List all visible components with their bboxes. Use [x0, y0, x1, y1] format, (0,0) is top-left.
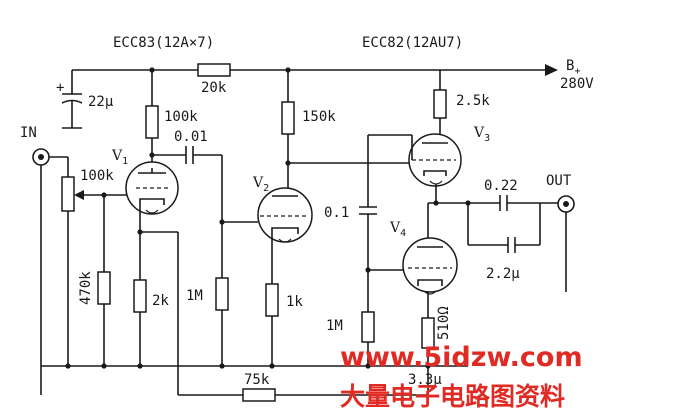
- capacitor-0-01-label: 0.01: [174, 129, 208, 145]
- output-jack: [557, 195, 575, 292]
- ecc82-label: ECC82(12AU7): [362, 35, 463, 51]
- b-plus-rail: [72, 64, 558, 76]
- resistor-470k-label: 470k: [78, 271, 94, 305]
- capacitor-0-22-label: 0.22: [484, 178, 518, 194]
- output-label: OUT: [546, 173, 572, 189]
- resistor-20k: [197, 63, 231, 77]
- junction-dot: [137, 363, 143, 369]
- capacitor-0-22: [499, 195, 558, 211]
- capacitor-0-01: [152, 146, 223, 222]
- resistor-1m-v4-grid: [361, 311, 375, 343]
- resistor-1m-v2-grid: [215, 277, 229, 311]
- resistor-75k: [242, 388, 276, 402]
- resistor-75k-label: 75k: [244, 372, 270, 388]
- resistor-470k: [97, 271, 111, 305]
- resistor-20k-label: 20k: [201, 80, 227, 96]
- resistor-2k-label: 2k: [152, 293, 169, 309]
- junction-dot: [65, 363, 71, 369]
- junction-dot: [365, 363, 371, 369]
- capacitor-22u-label: 22μ: [88, 94, 114, 110]
- resistor-150k: [281, 101, 295, 135]
- potentiometer-100k-label: 100k: [80, 168, 114, 184]
- capacitor-0-1: [359, 135, 377, 312]
- junction-dot: [101, 363, 107, 369]
- tube-v2: [257, 187, 313, 284]
- resistor-2k: [133, 279, 147, 313]
- junction-dot: [219, 363, 225, 369]
- resistor-100k-plate-label: 100k: [164, 109, 198, 125]
- tube-v4: [402, 237, 458, 318]
- resistor-100k-plate: [145, 105, 159, 139]
- resistor-1k-label: 1k: [286, 294, 303, 310]
- resistor-2-5k-label: 2.5k: [456, 93, 490, 109]
- capacitor-0-1-label: 0.1: [324, 205, 349, 221]
- junction-dot: [269, 363, 275, 369]
- pot-wiper: [74, 190, 127, 200]
- resistor-2-5k: [433, 89, 447, 119]
- potentiometer-100k: [61, 176, 75, 212]
- capacitor-2-2u-label: 2.2μ: [486, 266, 520, 282]
- watermark-url: www.5idzw.com: [340, 342, 583, 373]
- input-label: IN: [20, 125, 37, 141]
- capacitor-polarity-plus: +: [56, 80, 64, 96]
- junction-dot: [149, 152, 155, 158]
- resistor-1k: [265, 283, 279, 317]
- tube-v1-label: V1: [111, 148, 128, 167]
- b-plus-label: B+: [566, 58, 580, 77]
- tube-v3-label: V3: [473, 125, 490, 144]
- supply-voltage: 280V: [560, 76, 594, 92]
- tube-v1: [125, 161, 179, 232]
- watermark-cn: 大量电子电路图资料: [340, 382, 565, 411]
- tube-v3: [408, 133, 462, 203]
- resistor-1m-v2-grid-label: 1M: [186, 288, 203, 304]
- resistor-1m-v4-grid-label: 1M: [326, 318, 343, 334]
- ecc83-label: ECC83(12A×7): [113, 35, 214, 51]
- capacitor-3-3u-label: 3.3μ: [408, 372, 442, 388]
- tube-v4-label: V4: [389, 220, 406, 239]
- input-jack: [32, 148, 69, 366]
- resistor-510-ohm-label: 510Ω: [436, 306, 452, 340]
- tube-v2-label: V2: [252, 175, 269, 194]
- capacitor-2-2u: [507, 203, 541, 253]
- ground-rail: [40, 365, 468, 395]
- capacitor-22u: [61, 70, 83, 129]
- resistor-150k-label: 150k: [302, 109, 336, 125]
